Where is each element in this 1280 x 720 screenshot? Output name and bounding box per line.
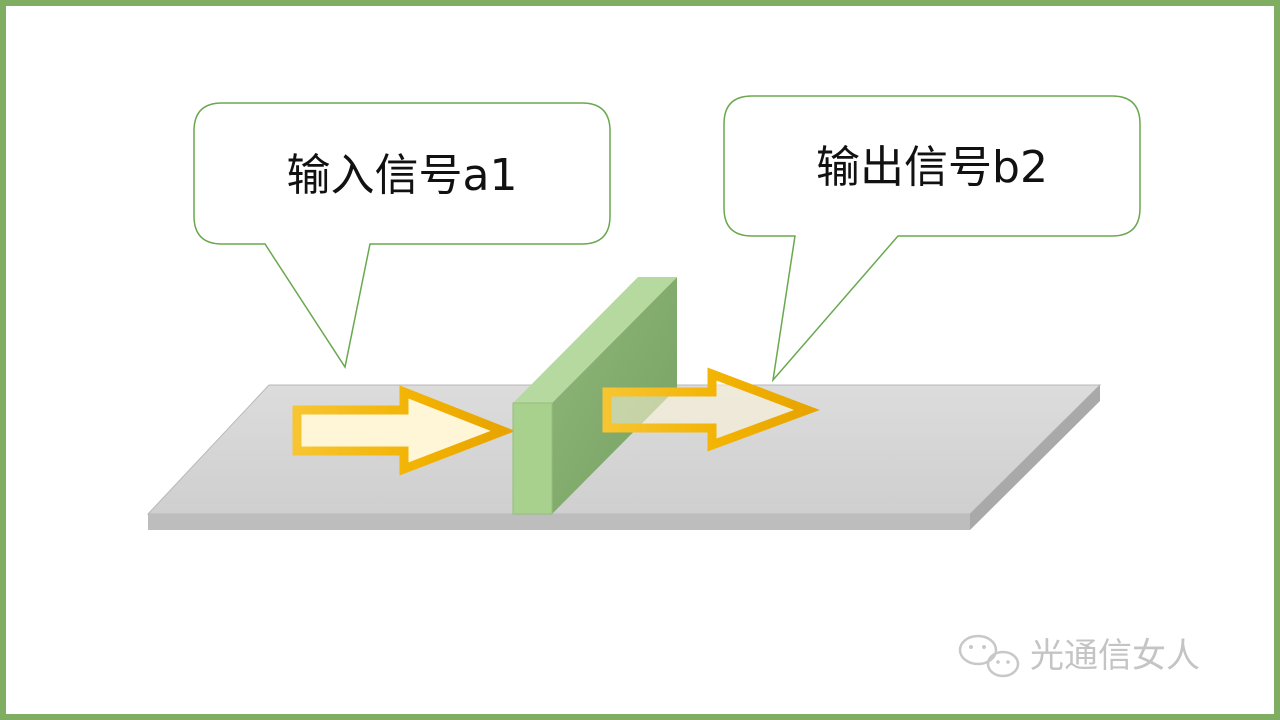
output-callout: 输出信号b2 — [723, 95, 1141, 383]
output-arrow-icon — [602, 367, 820, 452]
input-callout-bubble — [193, 102, 611, 369]
input-callout: 输入信号a1 — [193, 102, 611, 369]
wall-front-face — [512, 402, 553, 515]
input-arrow-icon — [292, 385, 516, 476]
plate-right-face — [970, 385, 1100, 530]
output-signal-label: 输出信号b2 — [816, 142, 1048, 193]
watermark: 光通信女人 — [958, 634, 1200, 678]
input-signal-label: 输入信号a1 — [287, 150, 518, 201]
output-callout-bubble — [723, 95, 1141, 383]
watermark-text: 光通信女人 — [1030, 636, 1200, 676]
wall-top-face — [513, 277, 677, 403]
wechat-icon — [958, 634, 1020, 678]
plate-front-face — [148, 514, 970, 530]
